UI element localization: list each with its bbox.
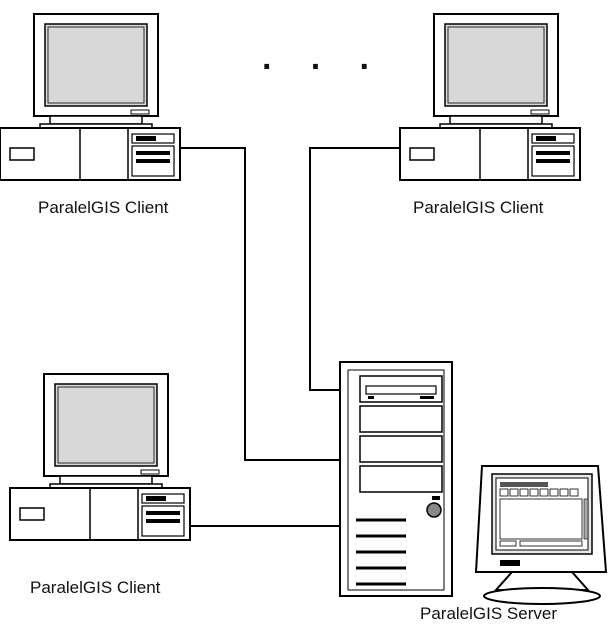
client-computer-bottom-left-icon [9, 373, 191, 541]
client-computer-top-left-icon [0, 13, 181, 181]
more-clients-ellipsis: · · · [262, 48, 385, 86]
link-top-left-client [180, 147, 340, 461]
server-label: ParalelGIS Server [420, 604, 557, 623]
connection-lines [180, 147, 400, 527]
client-bottom-left-label: ParalelGIS Client [30, 578, 161, 597]
link-top-right-client [309, 147, 400, 391]
client-computer-top-right-icon [399, 13, 581, 181]
client-top-left-label: ParalelGIS Client [38, 198, 169, 217]
server-monitor-icon [474, 465, 608, 605]
client-top-right-label: ParalelGIS Client [413, 198, 544, 217]
server-tower-icon [339, 361, 453, 597]
